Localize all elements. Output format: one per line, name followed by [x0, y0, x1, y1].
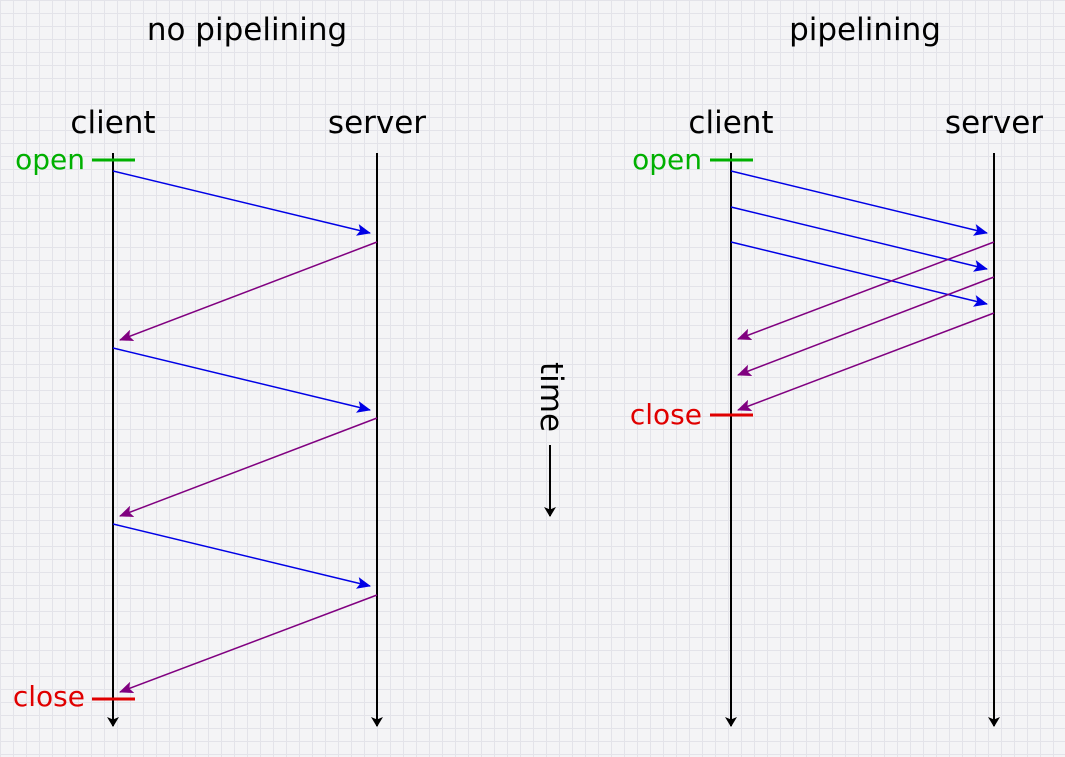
time-axis: time — [533, 362, 569, 517]
response-arrow-2 — [119, 417, 378, 517]
request-arrow-3 — [112, 523, 371, 589]
response-arrow-2 — [737, 276, 995, 376]
server-label: server — [945, 105, 1043, 141]
request-arrow-1 — [730, 170, 988, 236]
pipelining-title: pipelining — [789, 12, 941, 48]
server-label: server — [328, 105, 426, 141]
response-arrow-1 — [737, 241, 995, 341]
request-arrow-1 — [112, 170, 371, 236]
client-label: client — [70, 105, 155, 141]
client-label: client — [688, 105, 773, 141]
open-label: open — [15, 143, 85, 176]
close-label: close — [630, 398, 702, 431]
no-pipelining-panel: no pipelining client server open close — [13, 12, 426, 727]
open-label: open — [632, 143, 702, 176]
request-arrow-3 — [730, 241, 988, 307]
response-arrow-3 — [119, 594, 378, 694]
response-arrow-1 — [119, 241, 378, 341]
pipelining-panel: pipelining client server open close — [630, 12, 1043, 727]
time-label: time — [533, 362, 569, 432]
request-arrow-2 — [112, 347, 371, 413]
no-pipelining-title: no pipelining — [147, 12, 347, 48]
request-arrow-2 — [730, 206, 988, 272]
response-arrow-3 — [737, 312, 995, 412]
close-label: close — [13, 680, 85, 713]
